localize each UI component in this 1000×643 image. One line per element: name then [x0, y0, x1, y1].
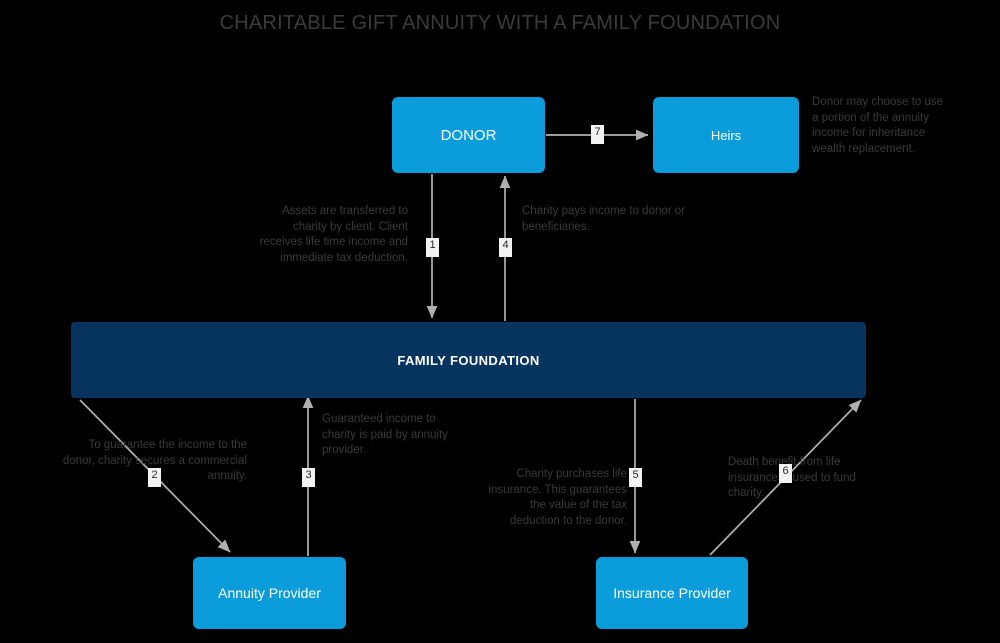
step-badge-3: 3 — [302, 468, 315, 487]
note-assets-transferred: Assets are transferred to charity by cli… — [259, 205, 408, 264]
node-insurance-provider[interactable]: Insurance Provider — [596, 557, 748, 629]
note-charity-pays-income: Charity pays income to donor or benefici… — [522, 205, 685, 233]
step-badge-2: 2 — [148, 468, 161, 487]
step-badge-6: 6 — [779, 464, 792, 483]
note-death-benefit: Death benefit from life insurance is use… — [728, 456, 856, 499]
step-badge-7: 7 — [591, 125, 604, 144]
note-guarantee-income: To guarantee the income to the donor, ch… — [62, 439, 247, 482]
node-family-foundation[interactable]: FAMILY FOUNDATION — [71, 322, 866, 398]
node-heirs[interactable]: Heirs — [653, 97, 799, 173]
step-badge-4: 4 — [499, 238, 512, 257]
step-badge-5: 5 — [629, 468, 642, 487]
step-badge-1: 1 — [426, 238, 439, 257]
note-guaranteed-income-paid: Guaranteed income to charity is paid by … — [322, 413, 448, 456]
node-insurance-provider-label: Insurance Provider — [613, 585, 731, 601]
node-annuity-provider-label: Annuity Provider — [218, 585, 321, 601]
page-title: CHARITABLE GIFT ANNUITY WITH A FAMILY FO… — [219, 12, 781, 34]
note-heirs-wealth-replacement: Donor may choose to use a portion of the… — [812, 96, 944, 155]
node-donor[interactable]: DONOR — [392, 97, 545, 173]
node-family-foundation-label: FAMILY FOUNDATION — [397, 352, 540, 368]
node-heirs-label: Heirs — [710, 127, 742, 143]
note-charity-purchases-insurance: Charity purchases life insurance. This g… — [488, 468, 627, 527]
node-donor-label: DONOR — [440, 126, 497, 144]
node-annuity-provider[interactable]: Annuity Provider — [193, 557, 346, 629]
